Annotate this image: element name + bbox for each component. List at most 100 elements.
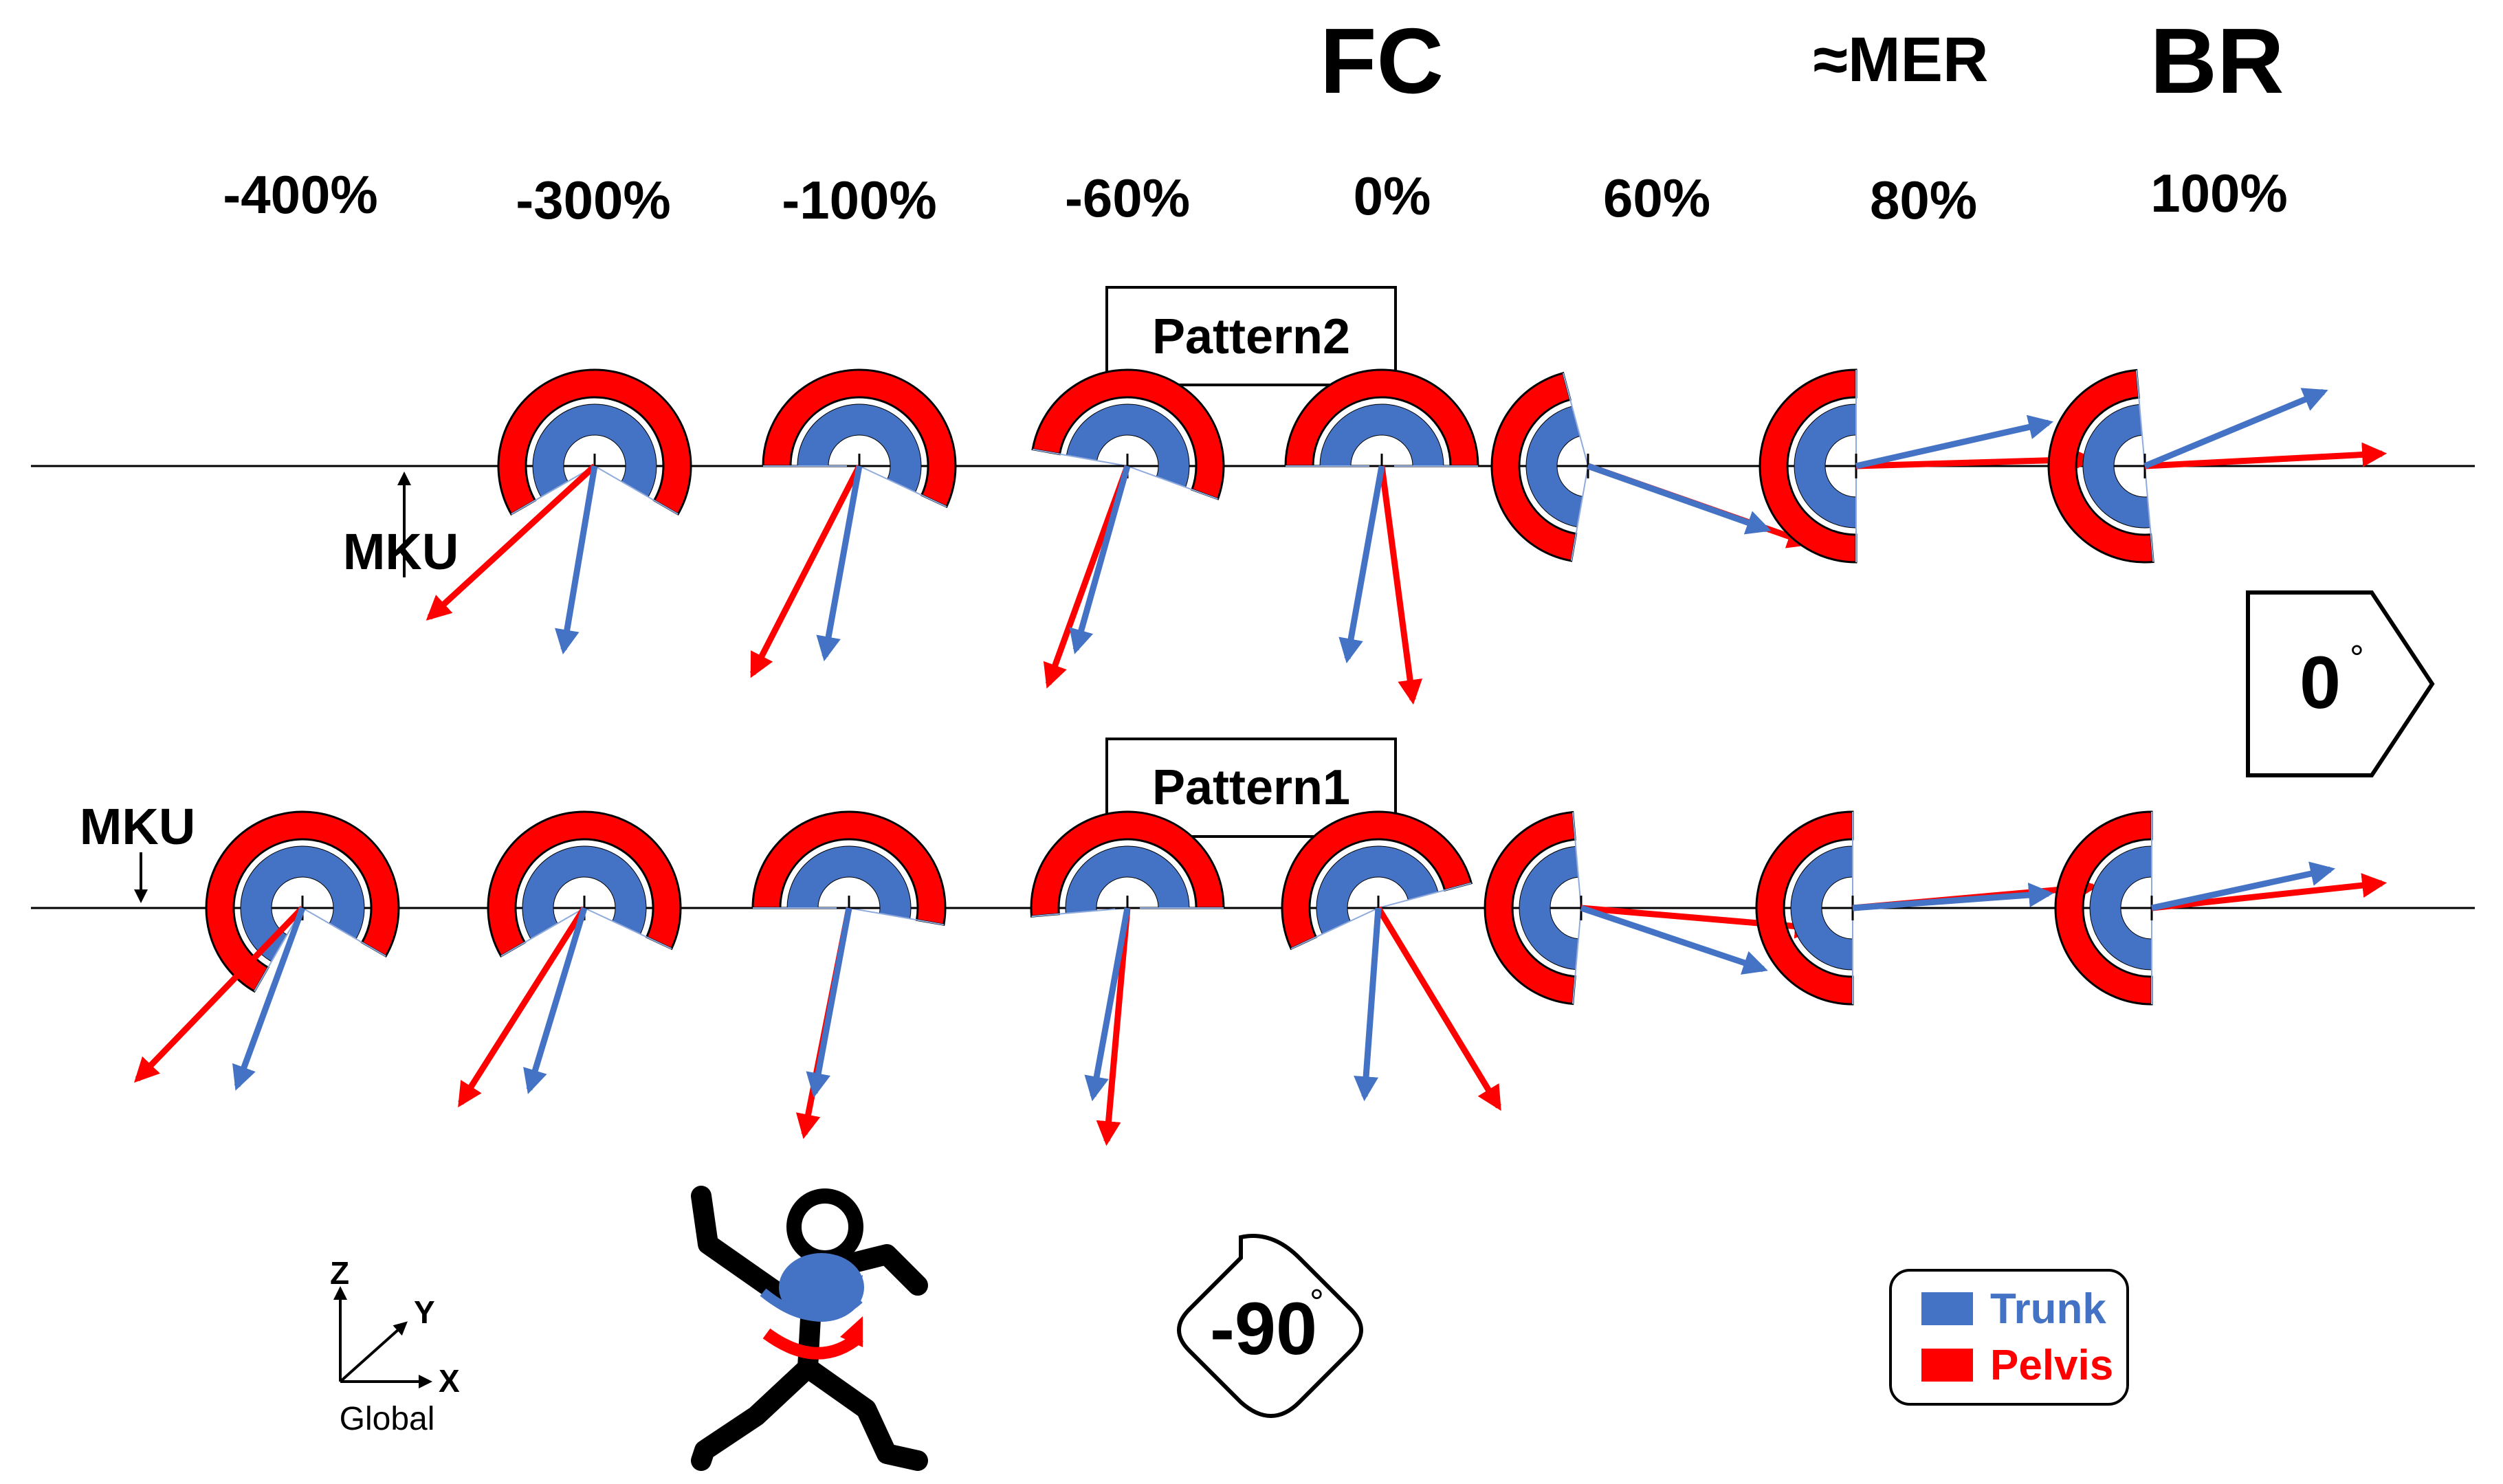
pelvis-sector bbox=[762, 368, 957, 509]
sector-edge bbox=[1562, 373, 1589, 467]
trunk-arrow bbox=[1338, 465, 1385, 664]
pelvis-sector bbox=[2054, 810, 2153, 1006]
pattern1-mku-label: MKU bbox=[80, 798, 196, 855]
timepoint-label: -300% bbox=[516, 170, 670, 230]
trunk-arrow bbox=[1852, 883, 2054, 911]
pelvis-sector bbox=[1490, 371, 1578, 562]
pattern2-mku-marker: MKU bbox=[343, 472, 459, 580]
timepoint-label: -400% bbox=[223, 164, 377, 225]
sector-edge bbox=[1032, 448, 1128, 467]
orientation-glyph bbox=[1758, 368, 2095, 564]
sector-edge bbox=[1572, 907, 1582, 1004]
legend-label-pelvis: Pelvis bbox=[1990, 1342, 2113, 1389]
sector-edge bbox=[594, 465, 679, 515]
trunk-sector bbox=[1794, 403, 1857, 529]
sector-edge bbox=[848, 907, 945, 926]
timepoint-label: 60% bbox=[1603, 168, 1710, 228]
trunk-segment bbox=[779, 1253, 864, 1322]
pelvis-arrow bbox=[458, 906, 587, 1108]
pelvis-sector bbox=[1030, 810, 1225, 918]
trunk-sector bbox=[1519, 845, 1579, 971]
degree-symbol: ° bbox=[2350, 639, 2364, 678]
orientation-glyph bbox=[1030, 810, 1225, 1147]
orientation-marker-0deg-value: 0 bbox=[2300, 641, 2341, 724]
orientation-glyph bbox=[751, 810, 947, 1140]
pelvis-sector bbox=[497, 368, 692, 516]
pelvis-sector bbox=[751, 810, 947, 927]
pelvis-arrow bbox=[1096, 907, 1131, 1147]
z-axis-label: Z bbox=[330, 1255, 349, 1291]
legend-label-trunk: Trunk bbox=[1990, 1285, 2106, 1333]
timepoint-label: -60% bbox=[1065, 168, 1190, 228]
global-axes: Z Y X Global bbox=[330, 1255, 460, 1437]
trunk-sector bbox=[786, 845, 912, 920]
pattern2-mku-label: MKU bbox=[343, 523, 459, 580]
orientation-glyph bbox=[1484, 810, 1820, 1006]
x-axis-label: X bbox=[439, 1363, 460, 1399]
pelvis-rotation-arrow-icon bbox=[762, 1328, 863, 1360]
pelvis-sector bbox=[1755, 810, 1854, 1006]
timepoint-labels: -400% -300% -100% -60% 0% 60% 80% 100% bbox=[223, 163, 2287, 230]
orientation-marker-minus90deg: -90 ° bbox=[1177, 1234, 1363, 1418]
pelvis-sector bbox=[1484, 810, 1576, 1006]
pelvis-sector bbox=[205, 810, 400, 993]
trunk-arrow bbox=[806, 907, 852, 1098]
orientation-glyph bbox=[2047, 368, 2388, 564]
sector-edge bbox=[1572, 812, 1582, 909]
pelvis-sector bbox=[1281, 810, 1473, 951]
pattern2-label-box: Pattern2 bbox=[1105, 286, 1397, 386]
trunk-arrow bbox=[816, 465, 863, 662]
trunk-sector bbox=[2082, 403, 2151, 529]
orientation-glyph bbox=[749, 368, 957, 678]
pelvis-sector bbox=[1758, 368, 1857, 564]
trunk-arrow bbox=[2143, 388, 2328, 469]
sector-edge bbox=[1378, 882, 1472, 909]
timepoint-label: 0% bbox=[1354, 166, 1431, 226]
pattern1-mku-marker: MKU bbox=[80, 798, 196, 903]
trunk-sector bbox=[532, 403, 657, 498]
runner-figure-icon bbox=[691, 1186, 928, 1471]
y-axis-label: Y bbox=[414, 1294, 435, 1330]
sector-edge bbox=[2144, 465, 2154, 562]
orientation-glyph bbox=[426, 368, 692, 655]
sector-edge bbox=[859, 465, 947, 508]
orientation-glyph bbox=[1490, 371, 1813, 562]
orientation-glyph bbox=[1284, 368, 1479, 705]
trunk-sector bbox=[1316, 845, 1439, 935]
trunk-arrow bbox=[1354, 907, 1382, 1102]
orientation-glyph bbox=[1281, 810, 1501, 1111]
trunk-sector bbox=[1319, 403, 1444, 467]
trunk-arrow bbox=[1587, 463, 1772, 535]
phase-label-mer: ≈MER bbox=[1813, 25, 1989, 95]
orientation-glyph bbox=[2054, 810, 2388, 1006]
trunk-sector bbox=[1065, 845, 1190, 914]
trunk-arrow bbox=[1855, 414, 2054, 469]
orientation-glyph bbox=[1031, 368, 1225, 689]
timepoint-label: 80% bbox=[1870, 170, 1977, 230]
orientation-glyph bbox=[1755, 810, 2099, 1006]
trunk-arrow bbox=[1084, 907, 1131, 1102]
sector-edge bbox=[511, 465, 595, 515]
pattern1-glyph-row bbox=[134, 810, 2388, 1147]
pelvis-sector bbox=[2047, 368, 2154, 564]
legend-swatch-trunk bbox=[1921, 1292, 1973, 1325]
pelvis-arrow bbox=[426, 463, 597, 621]
pelvis-arrow bbox=[749, 464, 863, 678]
legend-swatch-pelvis bbox=[1921, 1349, 1973, 1382]
sector-edge bbox=[1570, 465, 1589, 562]
trunk-arrow bbox=[1580, 905, 1768, 975]
pelvis-sector bbox=[1031, 368, 1225, 500]
sector-edge bbox=[1031, 907, 1128, 918]
timepoint-label: -100% bbox=[782, 170, 936, 230]
trunk-sector bbox=[1525, 406, 1583, 528]
trunk-arrow bbox=[1069, 465, 1131, 654]
trunk-sector bbox=[522, 845, 647, 940]
sector-edge bbox=[302, 907, 386, 957]
pattern2-glyph-row bbox=[426, 368, 2388, 705]
trunk-arrow bbox=[2151, 861, 2336, 911]
trunk-sector bbox=[1066, 403, 1190, 488]
trunk-sector bbox=[2089, 845, 2152, 971]
sector-edge bbox=[1290, 907, 1379, 950]
pattern1-label: Pattern1 bbox=[1152, 760, 1350, 815]
